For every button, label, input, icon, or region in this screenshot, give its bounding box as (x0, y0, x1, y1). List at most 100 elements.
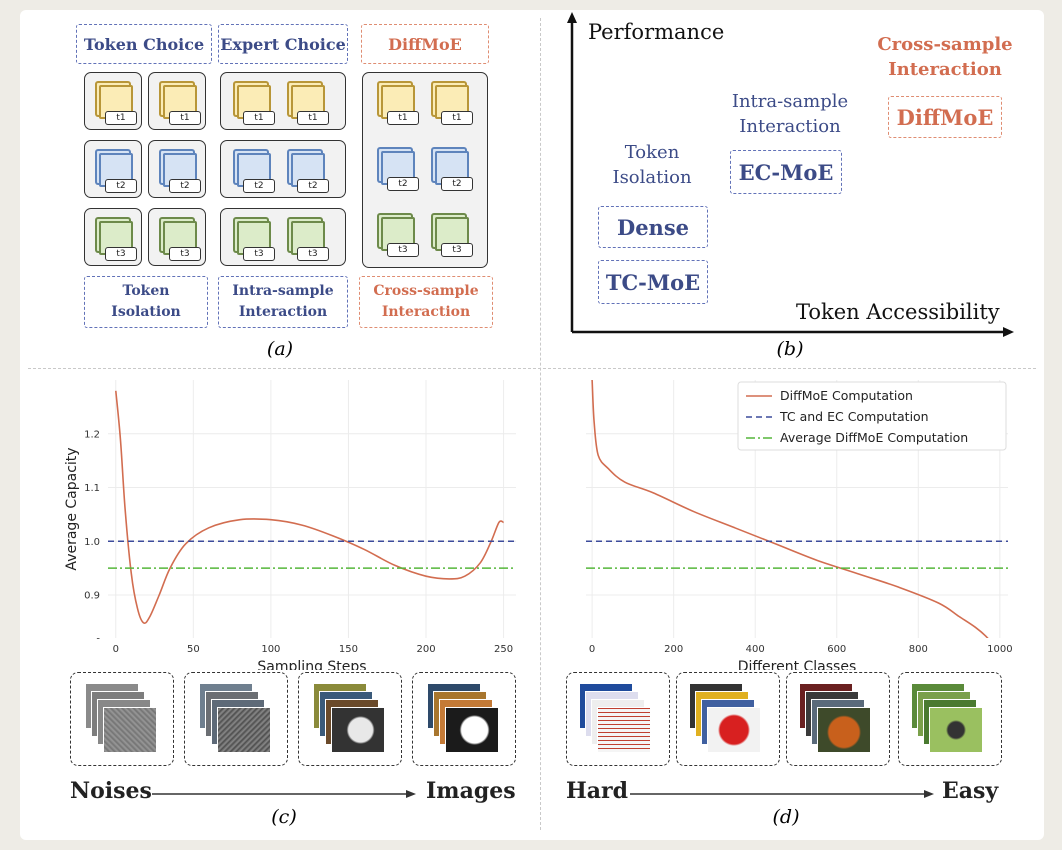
token-tag: t2 (297, 179, 329, 193)
token-tag: t3 (243, 247, 275, 261)
series-line (115, 390, 504, 625)
thumbnail-noise-3 (298, 672, 402, 766)
thumbnail-hard-2 (676, 672, 780, 766)
x-axis-title: Different Classes (738, 659, 857, 670)
token-tag: t1 (387, 111, 419, 125)
token-tag: t3 (441, 243, 473, 257)
x-tick-label: 0 (113, 644, 119, 655)
y-axis-label: Performance (588, 20, 725, 44)
y-tick-label: 1.1 (84, 483, 100, 494)
token-group: t1 (84, 72, 142, 130)
label-line: Interaction (888, 59, 1002, 80)
caption-a: (a) (266, 338, 294, 360)
x-tick-label: 800 (909, 644, 928, 655)
token-group: t1 t1 t2 t2 t3 t3 (362, 72, 488, 268)
token-group: t2 (148, 140, 206, 198)
label-line: Cross-sample (373, 283, 479, 299)
x-tick-label: 150 (339, 644, 358, 655)
thumbnail-noise-1 (70, 672, 174, 766)
label-line: Isolation (612, 167, 692, 188)
label-line: Interaction (381, 304, 471, 320)
thumbnail-easy-2 (898, 672, 1002, 766)
y-axis-title: Average Capacity (64, 447, 80, 570)
y-tick-label: 0.9 (84, 591, 100, 602)
label-line: Token (122, 283, 170, 299)
arrow-hard-to-easy (630, 790, 934, 798)
token-tag: t3 (169, 247, 201, 261)
x-tick-label: 400 (746, 644, 765, 655)
token-group: t2 (84, 140, 142, 198)
x-tick-label: 50 (187, 644, 200, 655)
thumbnail-clean-image (412, 672, 516, 766)
legend-label: DiffMoE Computation (780, 388, 913, 403)
token-group: t3 t3 (220, 208, 346, 266)
token-tag: t1 (243, 111, 275, 125)
series-group (586, 380, 1008, 638)
y-tick-label: 1.0 (84, 537, 100, 548)
legend-box (737, 381, 1007, 451)
thumbnail-hard-1 (566, 672, 670, 766)
token-tag: t2 (441, 177, 473, 191)
hard-label: Hard (566, 778, 629, 804)
thumbnail-noise-2 (184, 672, 288, 766)
method-dense: Dense (598, 206, 708, 248)
token-tag: t2 (387, 177, 419, 191)
token-group: t3 (148, 208, 206, 266)
x-axis-title: Sampling Steps (257, 659, 366, 670)
token-tag: t2 (243, 179, 275, 193)
label-line: Isolation (111, 304, 181, 320)
caption-c: (c) (271, 806, 297, 828)
token-tag: t1 (169, 111, 201, 125)
figure: Token Choice Expert Choice DiffMoE t1 t1… (20, 10, 1044, 840)
token-group: t3 (84, 208, 142, 266)
token-tag: t3 (105, 247, 137, 261)
x-tick-label: 100 (261, 644, 280, 655)
token-tag: t2 (105, 179, 137, 193)
y-tick-label: 1.2 (84, 429, 100, 440)
token-tag: t3 (387, 243, 419, 257)
horizontal-divider (28, 368, 1036, 369)
x-tick-label: 0 (589, 644, 595, 655)
token-group: t2 t2 (220, 140, 346, 198)
easy-label: Easy (942, 778, 999, 804)
token-group: t1 t1 (220, 72, 346, 130)
x-tick-label: 200 (664, 644, 683, 655)
series-line (591, 380, 989, 638)
vertical-divider (540, 18, 541, 830)
x-axis-label: Token Accessibility (796, 300, 1000, 324)
axes (567, 12, 1014, 337)
token-tag: t1 (297, 111, 329, 125)
x-tick-label: 250 (494, 644, 513, 655)
legend-label: Average DiffMoE Computation (780, 430, 968, 445)
images-label: Images (426, 778, 516, 804)
x-tick-label: 600 (827, 644, 846, 655)
diffmoe-label: DiffMoE (361, 24, 489, 64)
noises-label: Noises (70, 778, 152, 804)
token-tag: t1 (441, 111, 473, 125)
thumbnail-easy-1 (786, 672, 890, 766)
label-line: Intra-sample (731, 91, 849, 112)
token-choice-label: Token Choice (76, 24, 212, 64)
token-tag: t1 (105, 111, 137, 125)
legend-label: TC and EC Computation (779, 409, 929, 424)
label-line: Interaction (739, 116, 841, 137)
method-diffmoe: DiffMoE (888, 96, 1002, 138)
token-group: t1 (148, 72, 206, 130)
series-group (108, 390, 516, 625)
y-tick-label: - (96, 634, 100, 645)
arrow-noise-to-image (152, 790, 416, 798)
caption-d: (d) (772, 806, 800, 828)
expert-choice-label: Expert Choice (218, 24, 348, 64)
label-line: Cross-sample (877, 34, 1013, 55)
method-ec-moe: EC-MoE (730, 150, 842, 194)
x-tick-label: 200 (416, 644, 435, 655)
label-line: Token (624, 142, 680, 163)
